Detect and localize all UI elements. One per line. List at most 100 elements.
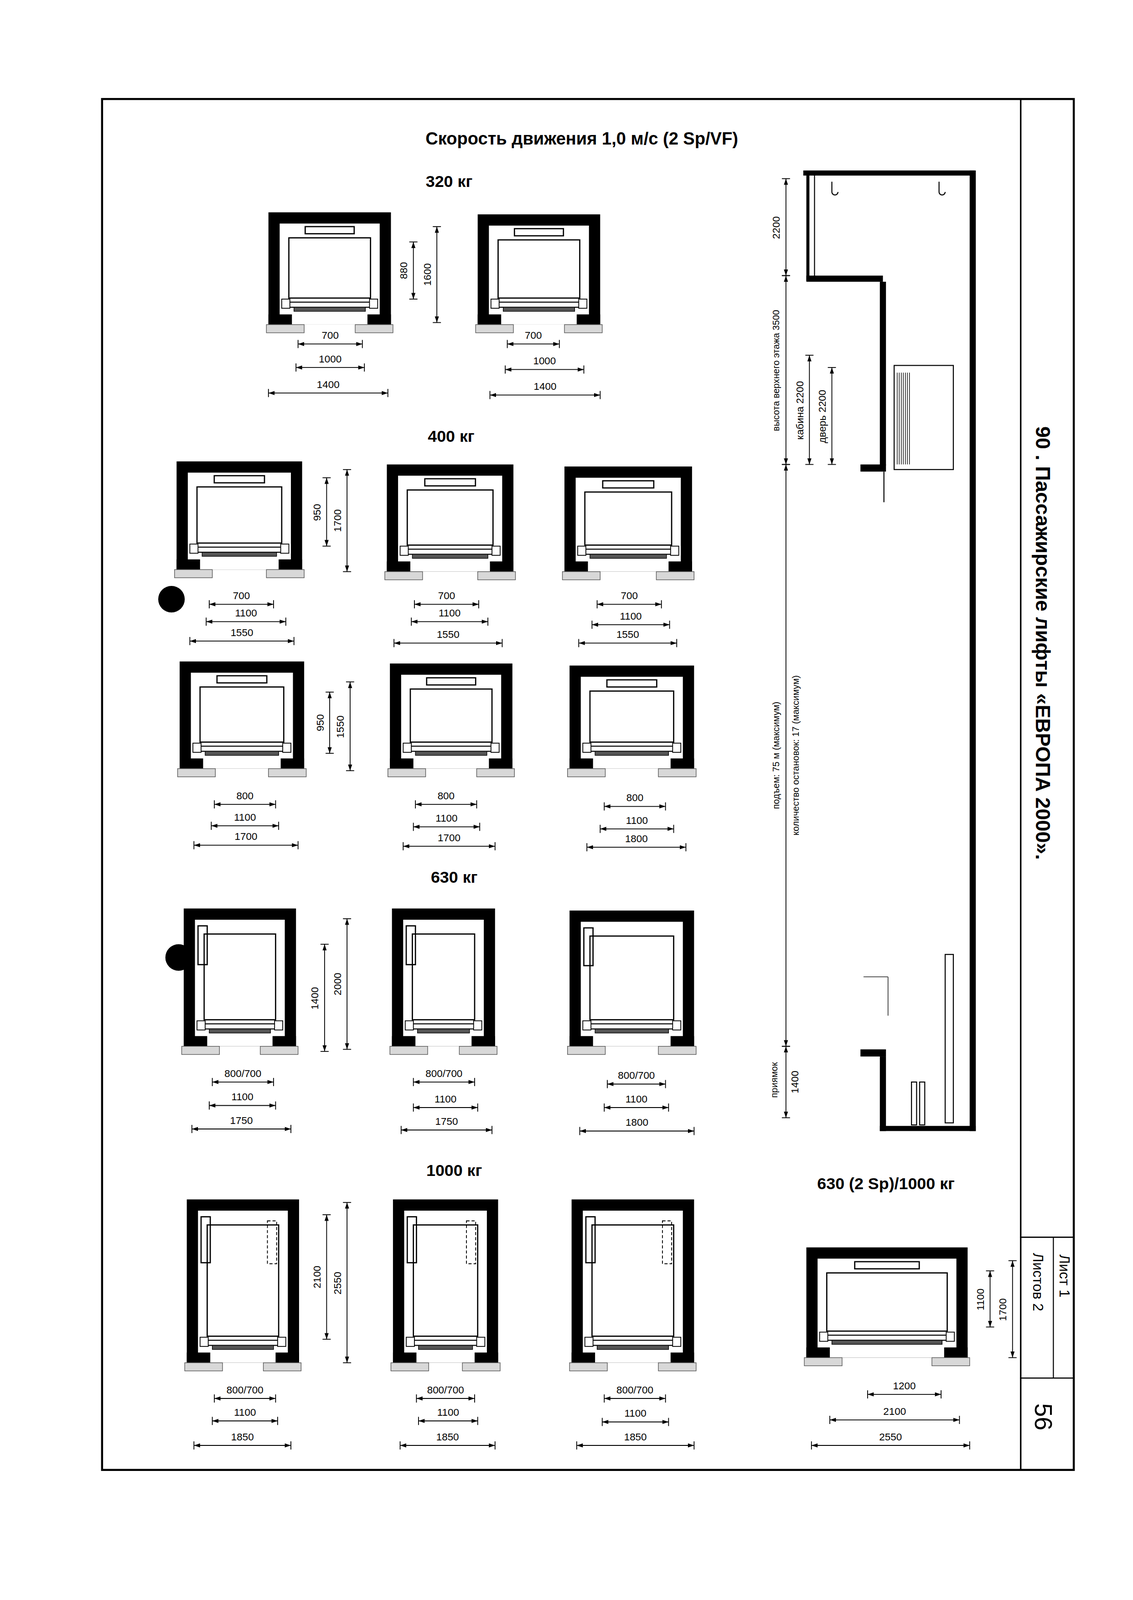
shaft-wall	[477, 214, 601, 325]
dimension-value: 700	[523, 330, 544, 341]
arrow-head	[578, 641, 585, 646]
dimension-value: 1700	[233, 832, 259, 843]
buffer	[919, 1081, 925, 1125]
arrow-head	[324, 477, 329, 484]
sill-pad	[658, 1046, 697, 1055]
car-door-hatch	[905, 372, 906, 465]
dimension-line	[436, 226, 438, 323]
sill-pad	[388, 768, 426, 777]
door-operator	[267, 1220, 277, 1264]
arrow-head	[267, 602, 274, 607]
dimension-line	[268, 392, 389, 394]
dimension-value: 1800	[624, 1117, 650, 1128]
sill-pad	[564, 324, 603, 333]
dimension-value: 1100	[435, 1407, 461, 1418]
car-door	[406, 745, 497, 751]
shaft-wall	[386, 464, 514, 572]
arrow-head	[411, 242, 416, 249]
arrow-head	[291, 843, 298, 848]
arrow-head	[400, 1443, 407, 1448]
sheet-frame	[102, 98, 1074, 1470]
marker-dot	[158, 585, 185, 613]
sill-pad	[177, 768, 216, 777]
dimension-line	[189, 640, 294, 642]
dimension-line	[401, 1129, 492, 1131]
dimension-line	[329, 692, 331, 754]
front-wall	[670, 1352, 694, 1363]
arrow-head	[783, 178, 788, 185]
car-door	[408, 1023, 479, 1029]
dimension-line	[206, 620, 286, 622]
dimension-line	[212, 1420, 278, 1422]
shaft-wall	[268, 212, 392, 325]
sill-pad	[174, 569, 213, 578]
front-wall	[386, 561, 410, 572]
arrow-head	[597, 602, 604, 607]
counterweight	[406, 926, 416, 965]
counterweight	[197, 926, 207, 965]
door-post	[819, 1332, 828, 1342]
front-wall	[393, 1352, 417, 1363]
dimension-line	[191, 1128, 291, 1130]
arrow-head	[279, 619, 286, 624]
arrow-head	[347, 764, 352, 771]
car-outline	[589, 936, 674, 1020]
landing-door	[412, 554, 488, 559]
dimension-value: 700	[320, 330, 340, 341]
arrow-head	[988, 1320, 993, 1327]
dimension-line	[295, 367, 365, 368]
front-wall	[477, 314, 502, 325]
counterweight	[584, 927, 594, 966]
machine-room-floor	[806, 275, 884, 282]
arrow-head	[211, 823, 218, 828]
dimension-value: 2550	[878, 1432, 903, 1443]
shaft-wall	[393, 1199, 499, 1363]
door-post	[582, 743, 591, 753]
door-post	[491, 546, 501, 556]
dimension-line	[597, 603, 662, 605]
shaft-wall	[571, 1199, 695, 1363]
dimension-line	[785, 464, 787, 1047]
door-post	[281, 299, 290, 309]
front-wall	[176, 559, 200, 570]
arrow-head	[345, 565, 350, 572]
dimension-line	[808, 355, 810, 465]
front-wall	[564, 561, 588, 572]
shaft-interior	[403, 919, 484, 1047]
dimension-value: 1100	[233, 608, 259, 619]
arrow-head	[189, 638, 196, 643]
car-door	[822, 1334, 952, 1340]
sill-pad	[266, 569, 305, 578]
car-outline	[200, 687, 285, 743]
arrow-head	[214, 1396, 221, 1401]
shaft-interior	[580, 921, 683, 1047]
arrow-head	[490, 393, 497, 398]
car-outline	[413, 1224, 478, 1336]
shaft-interior	[398, 475, 502, 572]
door-post	[400, 546, 409, 556]
dimension-value: 1850	[435, 1432, 461, 1443]
arrow-head	[295, 365, 302, 370]
dimension-line	[413, 826, 481, 828]
car-door	[585, 1023, 678, 1029]
car-outline	[584, 491, 672, 545]
front-wall	[944, 1347, 968, 1358]
hoist-hook	[939, 181, 946, 195]
dimension-value: 1550	[435, 629, 461, 640]
title-block-line	[1020, 1377, 1074, 1379]
door-jamb	[883, 471, 885, 502]
arrow-head	[507, 341, 514, 347]
dimension-line	[212, 1081, 274, 1083]
arrow-head	[602, 1419, 609, 1424]
dimension-value: 1700	[436, 832, 462, 844]
arrow-head	[688, 1128, 694, 1133]
door-post	[491, 743, 500, 753]
arrow-head	[811, 1443, 818, 1448]
dimension-line	[400, 1444, 496, 1446]
dimension-value: подъем: 75 м (максимум)	[772, 700, 782, 810]
dimension-line	[393, 642, 502, 644]
door-post	[584, 1337, 594, 1347]
shaft-wall	[389, 663, 513, 769]
sill-pad	[260, 1046, 299, 1055]
